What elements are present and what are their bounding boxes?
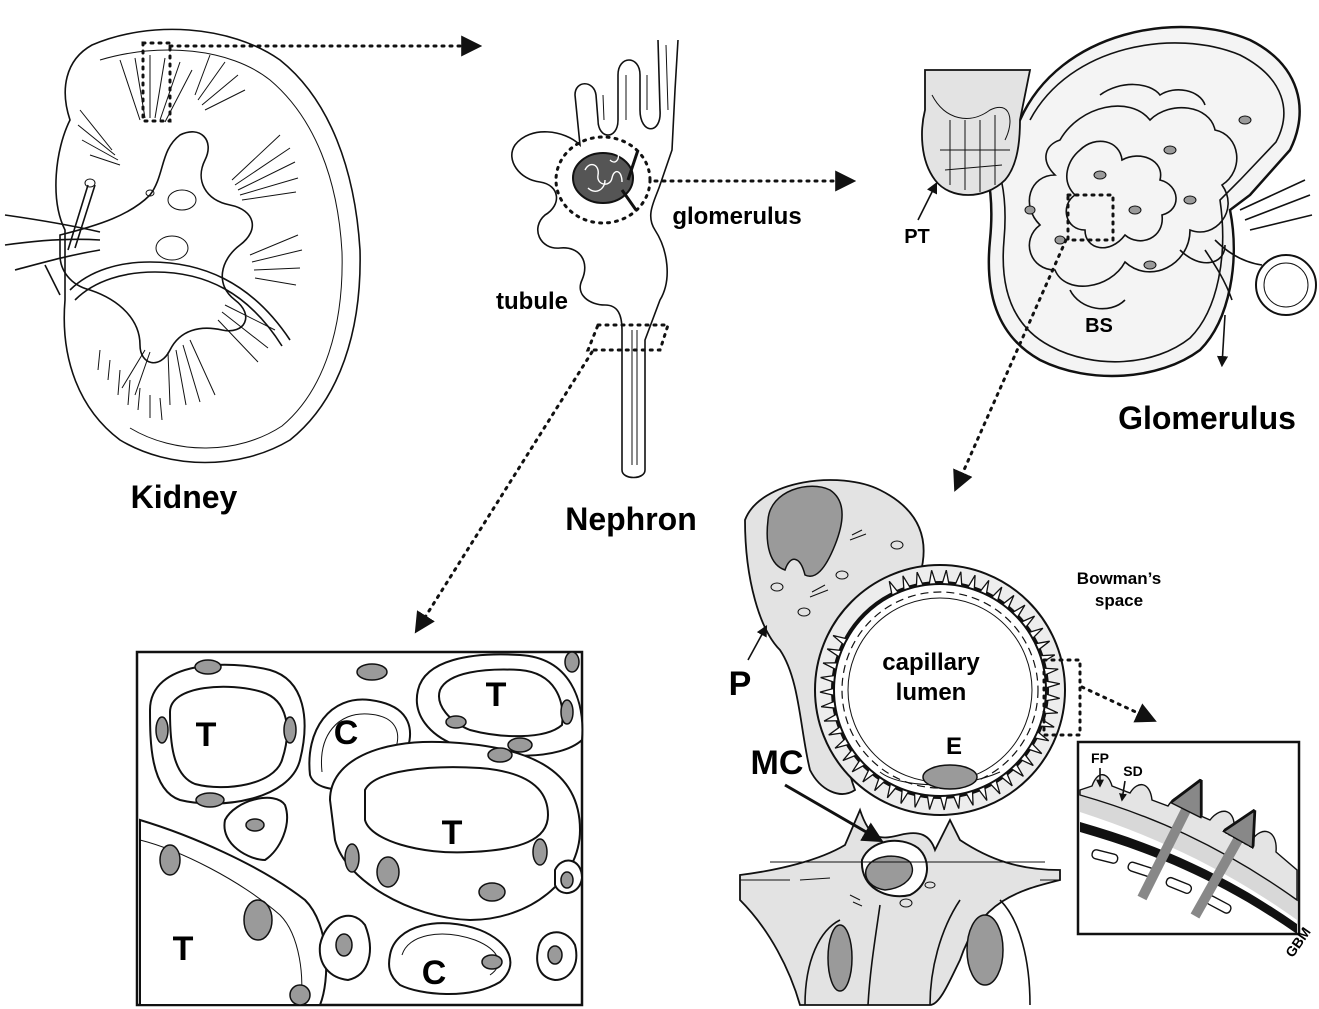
- tubule-zoom-box: [588, 325, 668, 350]
- nephron-title: Nephron: [565, 501, 697, 537]
- label-c-2: C: [422, 954, 447, 992]
- nephron-tubule: [512, 40, 678, 478]
- label-p: P: [729, 665, 752, 703]
- kidney-panel: Kidney: [5, 29, 478, 515]
- label-c-1: C: [334, 714, 359, 752]
- label-mc: MC: [751, 744, 804, 782]
- glomerulus-panel: PT BS Glomerulus: [904, 27, 1316, 488]
- arteriole-cross-section: [1256, 255, 1316, 315]
- label-fp: FP: [1091, 750, 1109, 766]
- label-pt: PT: [904, 226, 930, 248]
- endothelial-nucleus: [923, 765, 977, 789]
- label-glomerulus: glomerulus: [672, 203, 801, 230]
- label-capillary-lumen-2: lumen: [896, 679, 967, 706]
- label-t-1: T: [196, 716, 217, 754]
- kidney-outline: [56, 29, 360, 462]
- label-sd: SD: [1123, 763, 1142, 779]
- glomerulus-title: Glomerulus: [1118, 400, 1296, 436]
- tissue-panel: T C T T T C: [137, 652, 582, 1005]
- label-bowmans-space-2: space: [1095, 591, 1143, 610]
- medullary-pyramids: [78, 55, 302, 420]
- label-tubule: tubule: [496, 288, 568, 315]
- label-bs: BS: [1085, 315, 1113, 337]
- gbm-inset: FP SD GBM: [1078, 742, 1314, 960]
- label-t-4: T: [173, 930, 194, 968]
- mesangium: [740, 810, 1060, 1005]
- tubule-top-left: [150, 660, 305, 807]
- label-e: E: [946, 733, 962, 760]
- label-t-3: T: [442, 814, 463, 852]
- label-capillary-lumen-1: capillary: [882, 649, 980, 676]
- label-t-2: T: [486, 676, 507, 714]
- glomerulus-tuft: [573, 153, 633, 203]
- kidney-title: Kidney: [131, 479, 238, 515]
- label-bowmans-space-1: Bowman’s: [1077, 569, 1161, 588]
